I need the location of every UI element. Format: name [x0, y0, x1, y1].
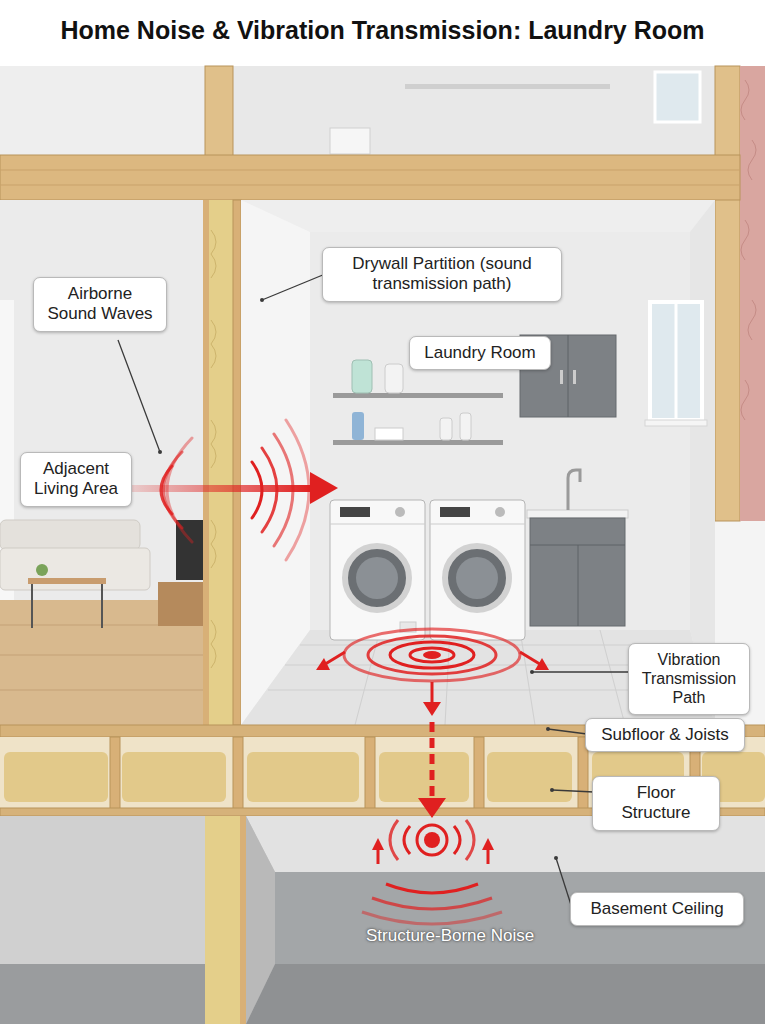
room-label: Laundry Room [409, 336, 551, 370]
callout-box: Subfloor & Joists [585, 718, 745, 752]
region-label: Structure-Borne Noise [366, 926, 534, 946]
callout-box: Basement Ceiling [570, 892, 744, 926]
callout-text: Vibration Transmission Path [638, 650, 740, 708]
callout-text: Airborne Sound Waves [43, 284, 157, 325]
callout-text: Drywall Partition (sound transmission pa… [332, 254, 552, 295]
callout-box: Airborne Sound Waves [33, 277, 167, 332]
room-label: Adjacent Living Area [20, 452, 132, 507]
diagram-title: Home Noise & Vibration Transmission: Lau… [0, 16, 765, 45]
callout-box: Floor Structure [592, 776, 720, 831]
callout-text: Basement Ceiling [580, 899, 734, 919]
callout-box: Drywall Partition (sound transmission pa… [322, 247, 562, 302]
callout-box: Vibration Transmission Path [628, 643, 750, 715]
callout-text: Adjacent Living Area [30, 459, 122, 500]
callout-text: Laundry Room [419, 343, 541, 363]
callout-text: Subfloor & Joists [595, 725, 735, 745]
callout-text: Floor Structure [602, 783, 710, 824]
